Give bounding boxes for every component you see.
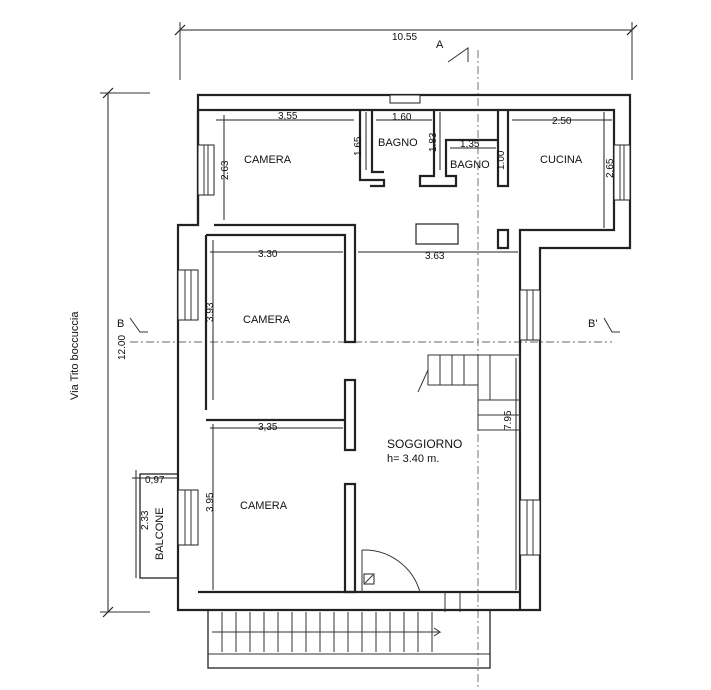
section-line-b: B B' [117, 317, 620, 343]
dim-balcone-w: 0,97 [145, 475, 165, 486]
section-b-prime-label: B' [588, 318, 597, 330]
overall-width-label: 10.55 [392, 32, 417, 43]
room-camera-bottom: CAMERA [240, 500, 288, 512]
overall-width-dimension: 10.55 [174, 22, 638, 80]
dim-camera-top-h: 2.63 [220, 160, 231, 180]
windows [177, 94, 631, 556]
room-cucina: CUCINA [540, 154, 583, 166]
overall-depth-label: 12.00 [117, 335, 128, 360]
section-b-label: B [117, 318, 124, 330]
dim-camera-top-w: 3,55 [278, 111, 298, 122]
dim-camera-mid-h: 3.93 [205, 302, 216, 322]
dim-bagno1-h-right: 1.83 [428, 132, 439, 152]
room-dimensions [132, 112, 612, 590]
dim-camera-bottom-h: 3.95 [205, 492, 216, 512]
dim-bagno2-w: 1,35 [460, 139, 480, 150]
room-balcone: BALCONE [154, 507, 166, 560]
dim-cucina-w: 2.50 [552, 116, 572, 127]
street-name: Via Tito boccuccia [69, 311, 81, 400]
overall-depth-dimension: 12.00 [100, 87, 150, 618]
dim-camera-mid-w: 3.30 [258, 249, 278, 260]
room-camera-top: CAMERA [244, 154, 292, 166]
dim-corridor-w: 3.63 [425, 251, 445, 262]
room-bagno-1: BAGNO [378, 137, 418, 149]
staircase [417, 354, 521, 431]
dim-bagno2-h: 1.00 [496, 150, 507, 170]
soggiorno-height: h= 3.40 m. [387, 453, 439, 465]
dim-bagno1-w: 1.60 [392, 112, 412, 123]
interior-walls [204, 110, 510, 594]
exterior-walls [176, 93, 632, 612]
room-bagno-2: BAGNO [450, 159, 490, 171]
room-camera-mid: CAMERA [243, 314, 291, 326]
section-a-label: A [436, 39, 444, 51]
entrance-door [361, 549, 421, 593]
dim-camera-bottom-w: 3,35 [258, 422, 278, 433]
balcony [139, 473, 179, 579]
external-stairs [207, 592, 491, 669]
dim-soggiorno-h: 7.95 [503, 410, 514, 430]
room-soggiorno: SOGGIORNO [387, 437, 462, 451]
dim-cucina-h: 2.65 [605, 158, 616, 178]
dim-balcone-h: 2.33 [140, 510, 151, 530]
dim-bagno1-h-left: 1.65 [353, 136, 364, 156]
